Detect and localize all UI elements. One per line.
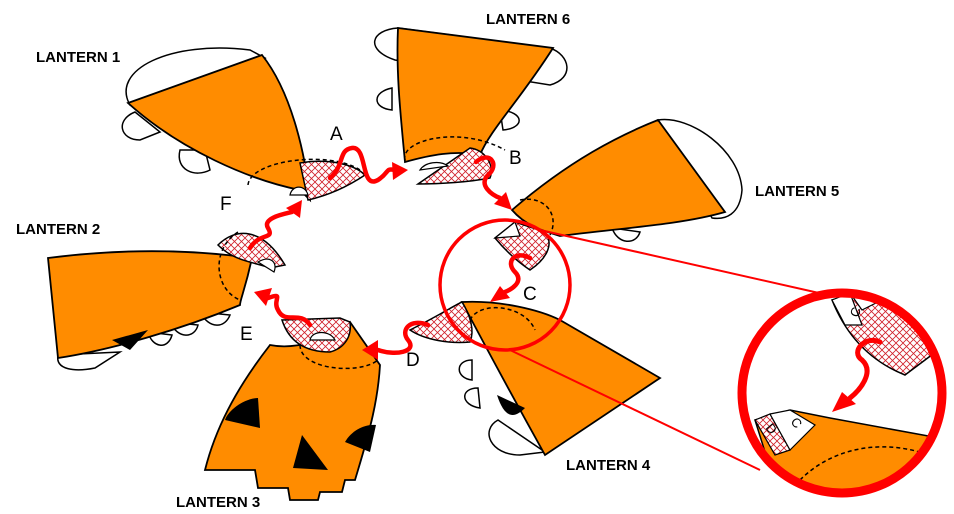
lantern-3-dashed-fold (299, 344, 379, 370)
lantern-5-tab-notch (493, 221, 521, 239)
arrow-c-head (490, 286, 510, 302)
zoom-arrow (847, 337, 883, 401)
lantern-5-bottom-bump (610, 227, 641, 242)
zoom-callout: C B D C (438, 218, 947, 498)
arrow-f-head (286, 200, 302, 218)
join-label-e: E (240, 324, 253, 345)
assembly-arrows (247, 145, 533, 360)
lantern-2 (47, 231, 287, 371)
lantern-6-small-bump (418, 161, 450, 171)
zoom-source-circle (438, 218, 572, 352)
join-label-d: D (406, 350, 420, 371)
lantern-6-body (396, 26, 555, 164)
arrow-e-head (254, 288, 272, 306)
lantern-1-bottom-bump (178, 149, 211, 174)
lantern-6-tab (415, 147, 492, 185)
lantern-1-tab (299, 160, 367, 201)
lantern-1-dashed-fold (247, 158, 361, 186)
zoom-circle-border (737, 288, 947, 498)
lantern-4-side-bump-1 (458, 359, 473, 381)
lantern-4-face-mark (497, 395, 525, 415)
lantern-2-body (47, 250, 254, 360)
arrow-d (375, 320, 431, 355)
lantern-2-small-bump (256, 258, 276, 273)
lantern-1-label: LANTERN 1 (36, 49, 120, 66)
lantern-5-white-cap (656, 118, 743, 220)
lantern-3-eye-left (225, 398, 260, 428)
lantern-5-label: LANTERN 5 (755, 183, 839, 200)
lantern-3-small-bump (309, 331, 336, 341)
lantern-2-face-mark (112, 330, 148, 350)
lantern-3-eye-right (345, 424, 376, 452)
join-label-a: A (330, 124, 343, 145)
zoom-line-bottom (509, 349, 761, 471)
lantern-4-dashed-fold (469, 306, 536, 331)
lantern-1 (121, 47, 367, 203)
arrow-a (327, 145, 398, 184)
lantern-3 (203, 317, 381, 501)
lantern-4-bottom-cap (488, 419, 548, 456)
arrow-c (502, 253, 533, 295)
arrow-d-head (362, 340, 378, 360)
lantern-3-body (203, 320, 381, 501)
zoom-lower-notch-c (769, 409, 816, 451)
arrow-f (247, 209, 295, 251)
zoom-line-top (539, 229, 851, 301)
lantern-3-label: LANTERN 3 (176, 494, 260, 511)
arrow-e (265, 293, 313, 328)
arrow-a-head (392, 162, 408, 180)
lantern-4 (408, 300, 662, 457)
lantern-4-side-bump-2 (464, 387, 481, 409)
lantern-1-lower-bump (121, 111, 162, 141)
arrow-b-head (494, 192, 512, 210)
lantern-6 (373, 26, 568, 185)
lantern-4-body (460, 300, 662, 457)
lantern-5-dashed-fold (519, 198, 554, 236)
lantern-2-bottom-cap (57, 351, 123, 371)
lantern-2-label: LANTERN 2 (16, 221, 100, 238)
join-label-b: B (509, 148, 522, 169)
join-label-c: C (523, 284, 537, 305)
lantern-5 (493, 118, 743, 271)
lantern-2-dashed-fold (218, 231, 241, 301)
join-label-f: F (220, 194, 232, 215)
lantern-6-side-bump-1 (376, 87, 393, 111)
lantern-4-label: LANTERN 4 (566, 457, 651, 474)
lantern-3-nose (293, 435, 328, 470)
lantern-6-label: LANTERN 6 (486, 11, 570, 28)
zoom-arrow-head (832, 392, 856, 412)
lantern-1-small-bump (289, 186, 309, 196)
arrow-b (473, 155, 503, 201)
